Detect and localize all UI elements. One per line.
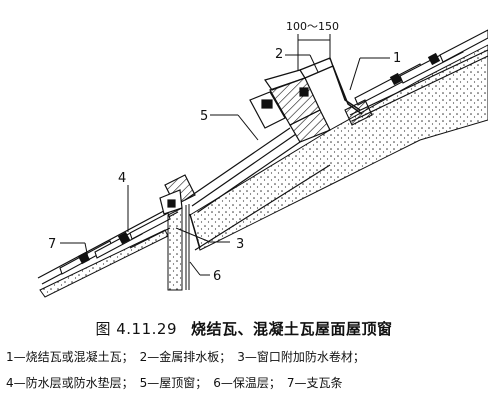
dimension-mark: 100～150: [286, 20, 339, 70]
figure-legend: 1—烧结瓦或混凝土瓦； 2—金属排水板； 3—窗口附加防水卷材； 4—防水层或防水垫…: [6, 344, 484, 396]
upper-tiles: [344, 29, 488, 126]
callout-5: 5: [200, 109, 208, 124]
legend-item: 5—屋顶窗；: [139, 376, 208, 390]
legend-item: 3—窗口附加防水卷材；: [237, 350, 365, 364]
callout-1: 1: [393, 51, 401, 66]
callout-3: 3: [236, 237, 244, 252]
figure-caption: 图 4.11.29 烧结瓦、混凝土瓦屋面屋顶窗: [0, 318, 488, 339]
lower-flashing: [159, 174, 196, 215]
window-head: [249, 69, 331, 143]
roof-slab: [39, 44, 488, 298]
legend-item: 2—金属排水板；: [139, 350, 232, 364]
legend-item: 1—烧结瓦或混凝土瓦；: [6, 350, 134, 364]
insulation-layer: [167, 204, 190, 291]
legend-item: 6—保温层；: [213, 376, 281, 390]
callout-7: 7: [48, 237, 56, 252]
leader-lines: [60, 54, 390, 276]
figure-number: 图 4.11.29: [95, 320, 177, 338]
dimension-label: 100～150: [286, 20, 339, 33]
legend-row-1: 1—烧结瓦或混凝土瓦； 2—金属排水板； 3—窗口附加防水卷材；: [6, 344, 484, 370]
callout-4: 4: [118, 171, 126, 186]
callout-6: 6: [213, 269, 221, 284]
callout-2: 2: [275, 47, 283, 62]
legend-item: 7—支瓦条: [286, 376, 343, 390]
roof-window-frame: [184, 127, 331, 251]
legend-row-2: 4—防水层或防水垫层； 5—屋顶窗； 6—保温层； 7—支瓦条: [6, 370, 484, 396]
roof-window-detail-drawing: 100～150 1 2 3 4 5 6 7: [37, 20, 488, 298]
legend-item: 4—防水层或防水垫层；: [6, 376, 134, 390]
figure-title: 烧结瓦、混凝土瓦屋面屋顶窗: [191, 320, 393, 338]
